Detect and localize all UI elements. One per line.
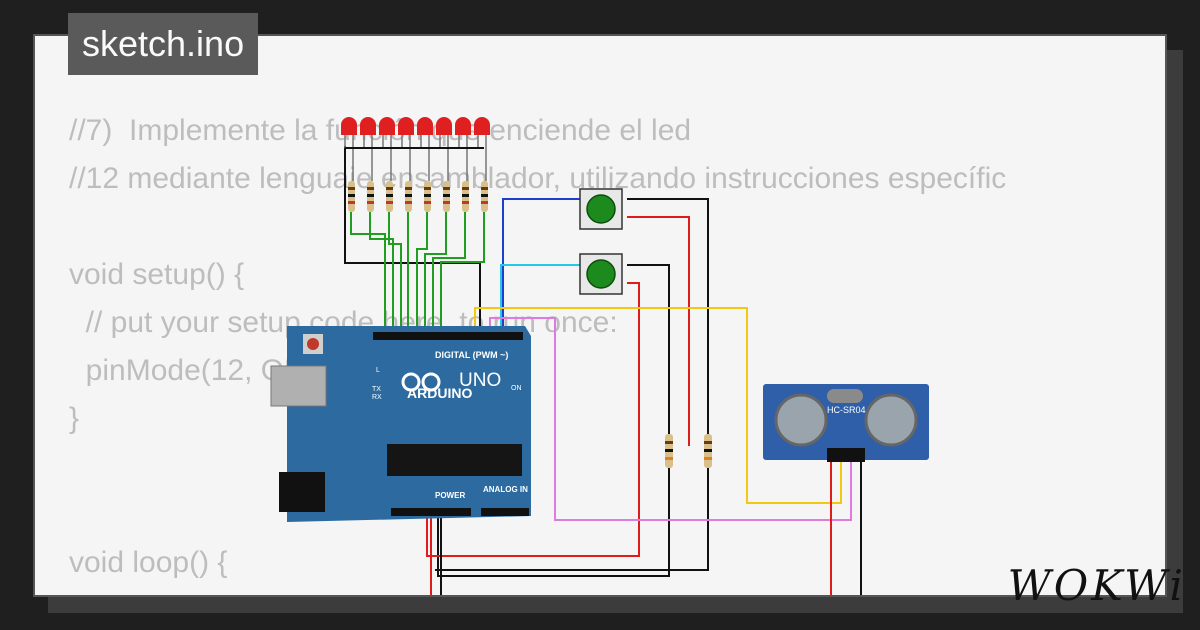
hc-sr04-sensor[interactable]: HC-SR04: [763, 384, 929, 462]
power-label: POWER: [435, 491, 465, 500]
on-label: ON: [511, 385, 522, 392]
circuit-diagram: DIGITAL (PWM ~) ARDUINO UNO POWER ANALOG…: [270, 117, 929, 595]
led[interactable]: [360, 117, 376, 135]
resistor: [443, 181, 450, 212]
wires: [344, 146, 862, 595]
preview-card: //7) Implemente la función que enciende …: [33, 34, 1167, 597]
led[interactable]: [436, 117, 452, 135]
code-line: // put your main code here, to run repea…: [69, 587, 1006, 595]
code-line: }: [69, 402, 80, 435]
led-resistors: [348, 181, 488, 212]
pushbutton[interactable]: [579, 188, 623, 230]
resistor: [704, 434, 712, 468]
rx-label: RX: [372, 394, 382, 401]
led[interactable]: [417, 117, 433, 135]
led[interactable]: [398, 117, 414, 135]
resistor: [462, 181, 469, 212]
arduino-brand: ARDUINO: [407, 385, 472, 401]
analog-label: ANALOG IN: [483, 485, 528, 494]
led[interactable]: [474, 117, 490, 135]
led-row: [341, 117, 490, 135]
pushbutton[interactable]: [579, 253, 623, 295]
code-line: void loop() {: [69, 546, 228, 579]
arduino-model: UNO: [459, 370, 501, 391]
file-tab[interactable]: sketch.ino: [68, 13, 259, 75]
arduino-uno-board[interactable]: DIGITAL (PWM ~) ARDUINO UNO POWER ANALOG…: [270, 326, 531, 522]
resistor: [405, 181, 412, 212]
resistor: [481, 181, 488, 212]
led-legs: [344, 135, 487, 181]
led[interactable]: [379, 117, 395, 135]
resistor: [665, 434, 673, 468]
led[interactable]: [455, 117, 471, 135]
tx-label: TX: [372, 386, 381, 393]
resistor: [348, 181, 355, 212]
sensor-label: HC-SR04: [827, 405, 866, 415]
arduino-logo-icon: [401, 372, 441, 392]
code-line: //12 mediante lenguaje ensamblador, util…: [69, 162, 1007, 195]
l-label: L: [376, 367, 380, 374]
led[interactable]: [341, 117, 357, 135]
code-line: void setup() {: [69, 258, 245, 291]
digital-label: DIGITAL (PWM ~): [435, 350, 508, 360]
resistor: [424, 181, 431, 212]
resistor: [386, 181, 393, 212]
resistor: [367, 181, 374, 212]
wokwi-logo: WOKWi: [1007, 561, 1186, 610]
